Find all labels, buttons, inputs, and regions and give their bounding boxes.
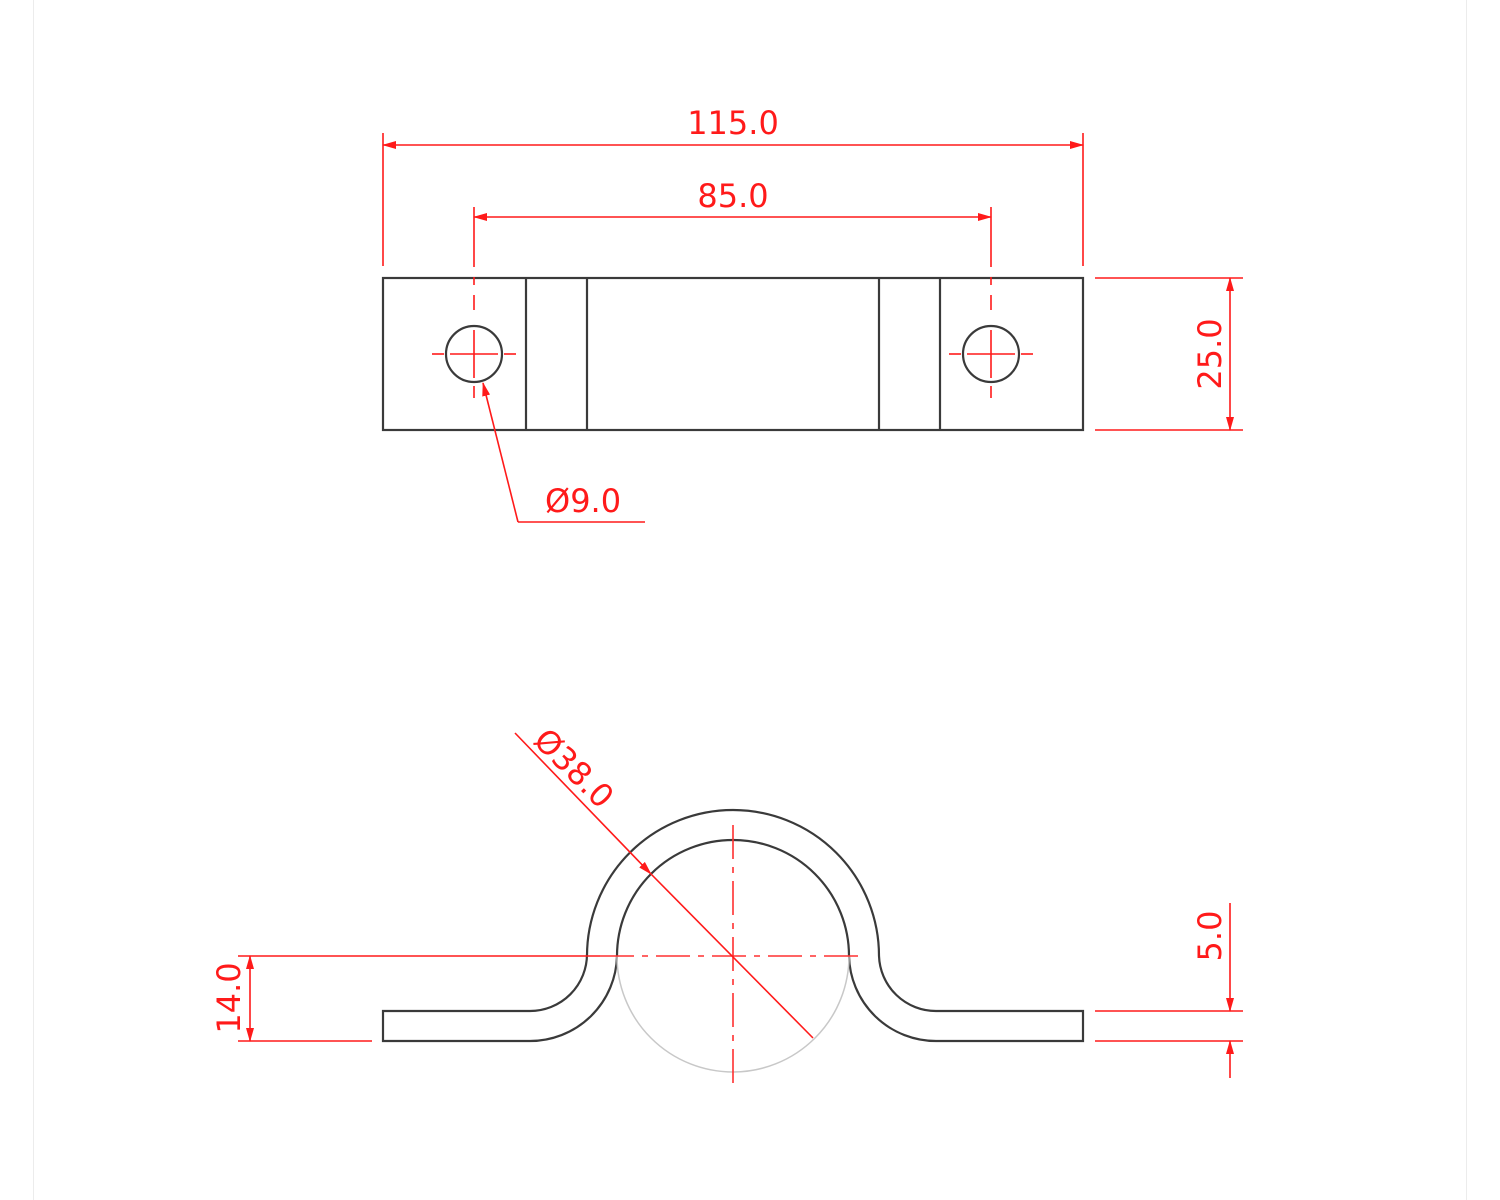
dimension-text: 5.0 <box>1191 911 1229 962</box>
mounting-hole-left <box>444 324 504 384</box>
top-view: 115.0 85.0 25.0 Ø9.0 <box>381 104 1243 523</box>
dimension-thickness: 5.0 <box>1095 903 1243 1078</box>
clamp-profile <box>381 808 1085 1043</box>
dimension-text: 115.0 <box>687 104 779 142</box>
dimension-text: 25.0 <box>1191 318 1229 389</box>
dimension-hole-spacing: 85.0 <box>473 177 992 221</box>
dimension-height: 14.0 <box>210 955 600 1042</box>
dimension-hole-diameter: Ø9.0 <box>482 382 645 523</box>
front-view: Ø38.0 14.0 5.0 <box>210 721 1243 1088</box>
dimension-overall-length: 115.0 <box>382 104 1084 266</box>
dimension-width: 25.0 <box>1095 277 1243 431</box>
dimension-text: 14.0 <box>210 962 248 1033</box>
dimension-bore-diameter: Ø38.0 <box>514 721 814 1039</box>
dimension-text: Ø9.0 <box>545 482 621 520</box>
page-frame <box>33 0 1467 1200</box>
dimension-text: 85.0 <box>697 177 768 215</box>
mounting-hole-right <box>961 324 1021 384</box>
plate-outline <box>381 276 1085 432</box>
hole-centerlines <box>432 207 1033 398</box>
dimension-text: Ø38.0 <box>526 721 621 816</box>
